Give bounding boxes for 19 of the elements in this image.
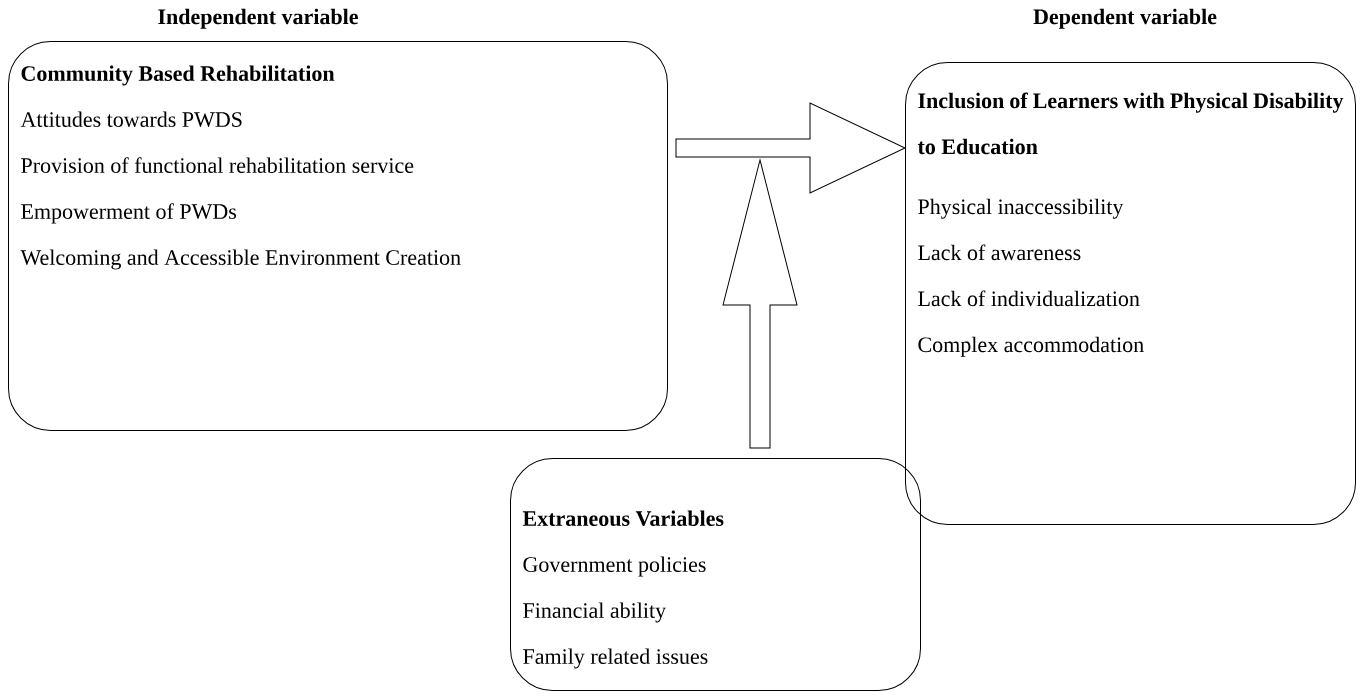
list-item: Attitudes towards PWDS [20,111,242,128]
list-item: Physical inaccessibility [918,198,1124,219]
block-arrow [675,102,906,194]
list-item: Provision of functional rehabilitation service [21,157,414,173]
heading: Independent variable [158,8,358,29]
rounded-box [510,458,921,691]
list-item: Lack of awareness [918,244,1081,261]
box-heading: Extraneous Variables [522,510,724,527]
list-item: Family related issues [523,648,708,669]
list-item: Welcoming and Accessible Environment Creation [20,249,461,270]
box-heading: Community Based Rehabilitation [21,65,335,86]
block-arrow [722,159,798,449]
box-heading: Inclusion of Learners with Physical Disability to Education [917,92,1344,155]
list-item: Government policies [523,556,706,577]
list-item: Complex accommodation [918,336,1144,357]
heading: Dependent variable [1033,8,1217,29]
list-item: Lack of individualization [918,290,1140,307]
list-item: Financial ability [523,602,667,623]
list-item: Empowerment of PWDs [21,203,236,224]
